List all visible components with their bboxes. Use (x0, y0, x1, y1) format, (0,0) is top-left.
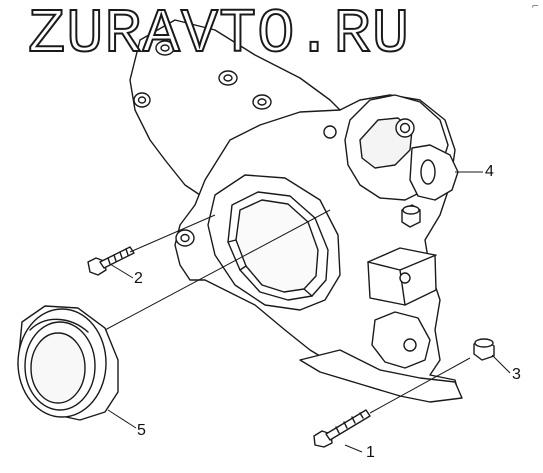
leader-lines (104, 171, 511, 453)
seal-bore (207, 174, 341, 311)
dowel-pin-part-3 (473, 338, 495, 361)
bolt-part-2 (87, 246, 135, 276)
pan-flange (299, 349, 463, 403)
callout-3: 3 (512, 366, 521, 383)
callout-5: 5 (137, 422, 146, 439)
mounting-holes (133, 40, 421, 398)
callout-2: 2 (134, 270, 143, 287)
callout-4: 4 (485, 163, 494, 180)
crankshaft-oil-seal (17, 305, 119, 421)
bolt-part-1 (313, 409, 371, 448)
corner-mark: ⌐ (531, 2, 539, 12)
callout-1: 1 (366, 444, 375, 461)
